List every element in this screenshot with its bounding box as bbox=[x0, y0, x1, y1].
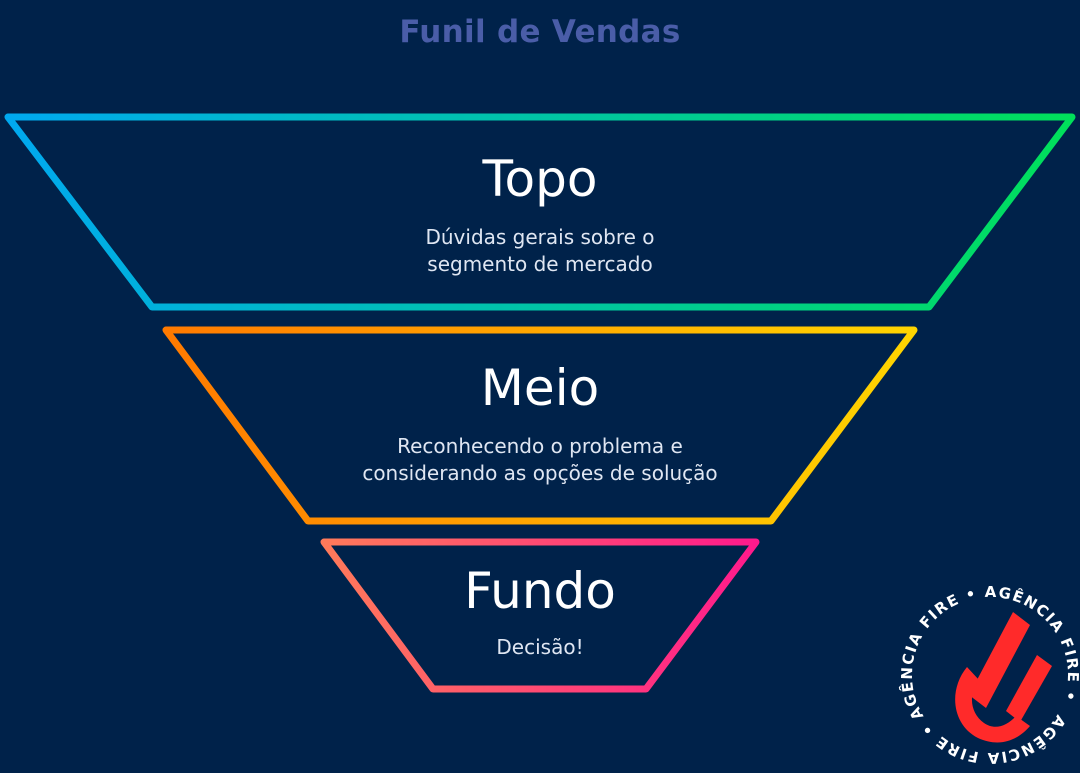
page-title: Funil de Vendas bbox=[399, 14, 681, 50]
stage-topo-title: Topo bbox=[482, 150, 598, 208]
stage-topo-description-line: segmento de mercado bbox=[427, 252, 653, 276]
stage-topo-description-line: Dúvidas gerais sobre o bbox=[425, 225, 655, 249]
stage-topo-description: Dúvidas gerais sobre o segmento de merca… bbox=[0, 224, 1080, 278]
stage-meio-title: Meio bbox=[480, 359, 600, 417]
badge-ring-text: AGÊNCIA FIRE • AGÊNCIA FIRE • AGÊNCIA FI… bbox=[864, 549, 1080, 773]
stage-meio-description-line: considerando as opções de solução bbox=[362, 461, 718, 485]
stage-meio-description-line: Reconhecendo o problema e bbox=[397, 434, 683, 458]
stage-meio-description: Reconhecendo o problema e considerando a… bbox=[0, 433, 1080, 487]
funnel-stage-topo-outline bbox=[4, 113, 1076, 311]
stage-fundo-description: Decisão! bbox=[0, 634, 1080, 661]
fire-logo-icon bbox=[955, 612, 1052, 743]
stage-fundo-description-line: Decisão! bbox=[496, 635, 584, 659]
stage-fundo-title: Fundo bbox=[464, 562, 616, 620]
funnel-stage-fundo-outline bbox=[320, 538, 760, 693]
funnel-stage-meio-outline bbox=[162, 326, 918, 525]
